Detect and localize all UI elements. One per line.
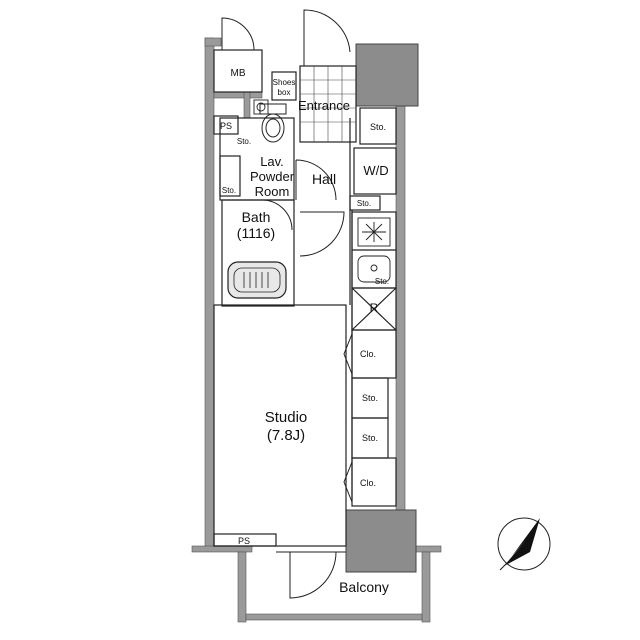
label-bath-2: (1116) [237, 225, 275, 241]
fridge-diag-2 [351, 287, 397, 331]
shoes-box-outline [271, 71, 297, 101]
right-wall [395, 104, 406, 516]
label-shoes-box-1: Shoes [273, 78, 296, 87]
toilet-icon [259, 103, 287, 143]
sink-icon [357, 255, 391, 283]
sto-hall-outline [349, 195, 381, 211]
column-top-right [355, 43, 419, 107]
washbasin-icon [253, 99, 269, 115]
label-sto-lav: Sto. [222, 186, 236, 195]
label-closet-1: Clo. [360, 349, 376, 359]
door-closet-2 [343, 461, 353, 503]
studio-outline [213, 304, 347, 547]
mb-outline [213, 49, 263, 93]
label-sto-kitchen: Sto. [375, 277, 389, 286]
balcony-right-wall [421, 551, 431, 623]
top-wall-left [204, 37, 222, 47]
balcony-left-wall [237, 551, 247, 623]
label-bath-1: Bath [242, 209, 271, 225]
north-arrow-icon [497, 517, 551, 571]
door-hall [299, 211, 345, 257]
door-bath [261, 199, 293, 231]
label-refrigerator: R [370, 301, 379, 315]
label-wd: W/D [363, 163, 388, 178]
inner-wall-lav [243, 91, 251, 119]
left-wall [204, 37, 215, 549]
sto-lav-outline [219, 155, 241, 197]
label-lav-2: Powder [250, 169, 295, 184]
door-closet-1 [343, 333, 353, 375]
walls [191, 37, 442, 623]
label-closet-2: Clo. [360, 478, 376, 488]
label-mb: MB [231, 68, 246, 79]
label-sto-2: Sto. [362, 433, 378, 443]
door-entrance [303, 9, 351, 66]
room-labels: MB Shoes box Entrance PS Sto. Sto. Lav. … [220, 68, 389, 595]
label-studio-1: Studio [265, 409, 308, 426]
wd-box [353, 147, 397, 195]
label-ps-top: PS [220, 121, 232, 131]
label-studio-2: (7.8J) [267, 427, 305, 444]
label-sto-top-right: Sto. [370, 122, 386, 132]
stove-icon [357, 217, 391, 247]
mb-wall [213, 91, 263, 99]
entrance-tile-grid [300, 66, 356, 142]
door-lav [295, 159, 337, 201]
label-sto-hall: Sto. [357, 199, 371, 208]
sto-top-right-box [359, 107, 397, 145]
ps-top-outline [213, 115, 239, 135]
label-entrance: Entrance [298, 98, 350, 113]
label-sto-1: Sto. [362, 393, 378, 403]
doors [221, 9, 353, 599]
balcony-bottom-wall [245, 613, 423, 621]
interior-lines [213, 49, 397, 547]
label-balcony: Balcony [339, 579, 389, 595]
closet-2-box [351, 457, 397, 507]
label-hall: Hall [312, 171, 336, 187]
label-sto-lav-small: Sto. [237, 137, 251, 146]
door-balcony [289, 551, 337, 599]
label-lav-1: Lav. [260, 154, 284, 169]
bottom-wall-left [191, 545, 253, 553]
column-bottom-right [345, 509, 417, 573]
door-mb [221, 17, 255, 51]
bathtub-icon [227, 261, 287, 299]
label-lav-3: Room [255, 184, 290, 199]
label-shoes-box-2: box [278, 88, 291, 97]
label-ps-bottom: PS [238, 536, 250, 546]
ps-bottom-outline [213, 533, 277, 547]
